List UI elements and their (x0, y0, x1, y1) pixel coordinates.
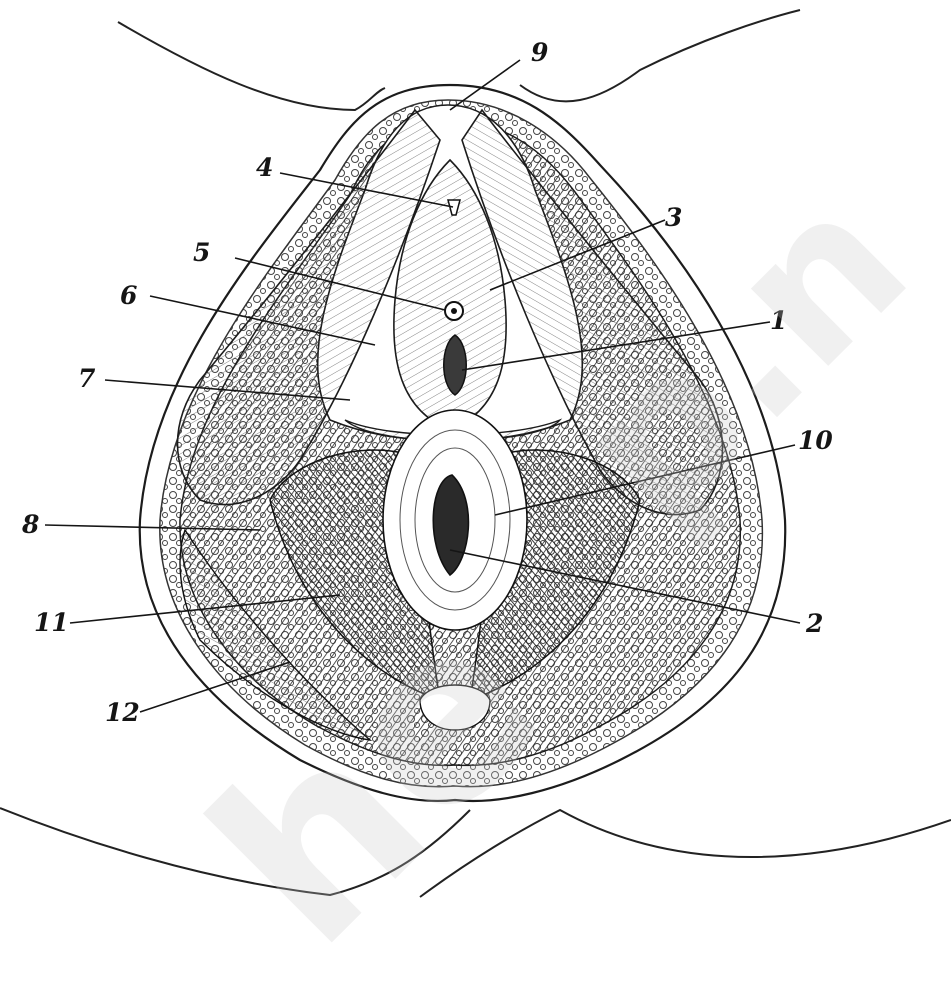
left-buttock-contour (0, 808, 470, 895)
label-8: 8 (22, 512, 39, 537)
left-thigh-contour (118, 22, 385, 110)
label-11: 11 (34, 610, 69, 635)
label-7: 7 (78, 366, 95, 391)
label-4: 4 (256, 155, 273, 180)
right-buttock-contour (420, 810, 951, 897)
anatomical-illustration (0, 0, 951, 917)
label-12: 12 (105, 700, 140, 725)
label-6: 6 (120, 283, 137, 308)
label-1: 1 (770, 308, 787, 333)
label-2: 2 (806, 611, 823, 636)
label-9: 9 (531, 40, 548, 65)
right-thigh-contour (520, 10, 800, 101)
label-3: 3 (665, 205, 682, 230)
label-5: 5 (193, 240, 210, 265)
label-10: 10 (798, 428, 833, 453)
vaginal-orifice (444, 335, 467, 395)
perineum-drawing (0, 0, 951, 917)
